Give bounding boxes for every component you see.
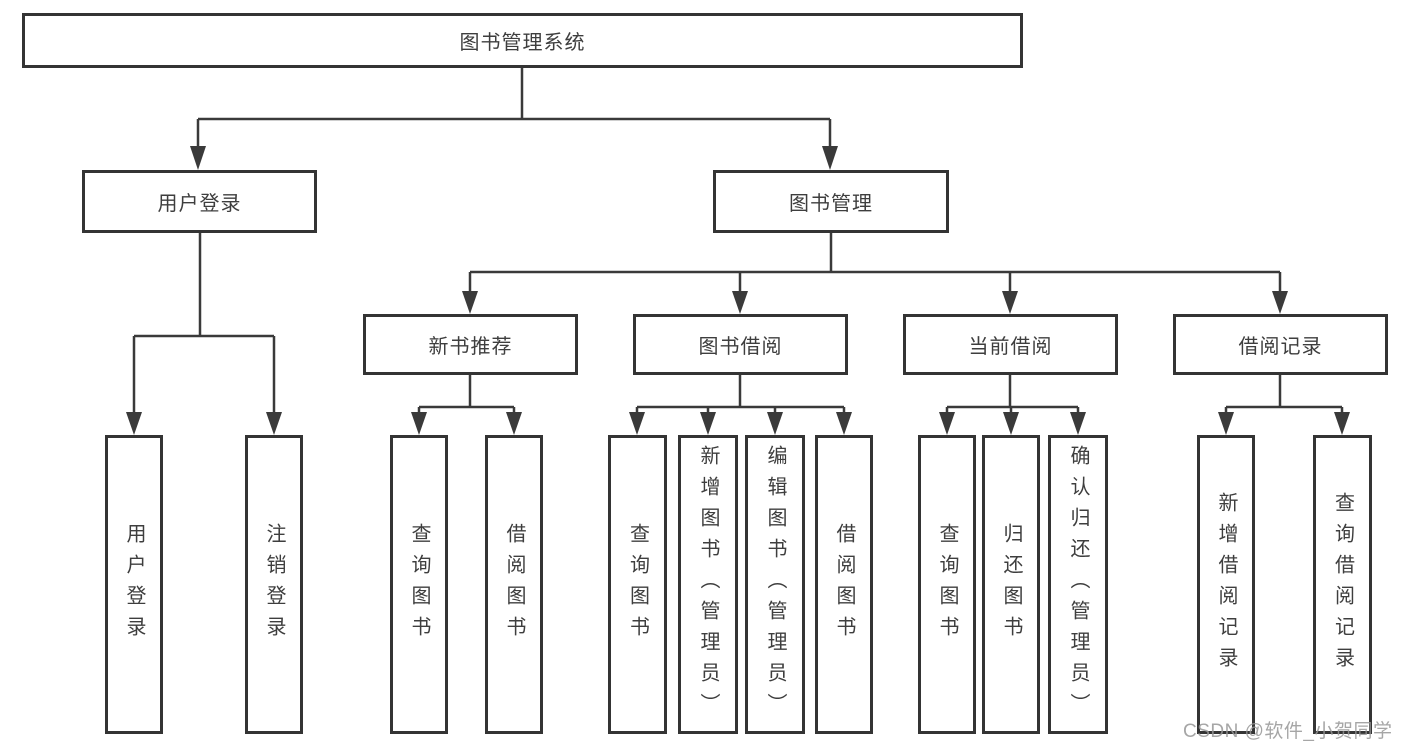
leaf-logout: 注销登录 (245, 435, 303, 734)
leaf-edit-book-admin: 编辑图书（管理员） (745, 435, 805, 734)
node-current-borrowing-label: 当前借阅 (968, 336, 1053, 358)
leaf-query-books-recommend-label: 查询图书 (408, 522, 430, 647)
arrow-down-icons (126, 146, 1350, 435)
leaf-query-books-current-label: 查询图书 (936, 522, 958, 647)
leaf-return-book-label: 归还图书 (1000, 522, 1022, 647)
node-borrowing-records: 借阅记录 (1173, 314, 1388, 375)
node-user-login-label: 用户登录 (157, 193, 242, 215)
connector-lines (132, 68, 1344, 414)
leaf-query-borrow-record: 查询借阅记录 (1313, 435, 1372, 734)
leaf-add-borrow-record: 新增借阅记录 (1197, 435, 1255, 734)
leaf-confirm-return-admin: 确认归还（管理员） (1048, 435, 1108, 734)
node-book-borrowing: 图书借阅 (633, 314, 848, 375)
leaf-add-book-admin: 新增图书（管理员） (678, 435, 738, 734)
leaf-user-login: 用户登录 (105, 435, 163, 734)
leaf-query-books-recommend: 查询图书 (390, 435, 448, 734)
leaf-query-books-borrowing: 查询图书 (608, 435, 667, 734)
leaf-query-borrow-record-label: 查询借阅记录 (1331, 491, 1354, 678)
leaf-borrow-books-recommend: 借阅图书 (485, 435, 543, 734)
node-book-management: 图书管理 (713, 170, 949, 233)
node-user-login: 用户登录 (82, 170, 317, 233)
leaf-borrow-books-borrowing-label: 借阅图书 (833, 522, 855, 647)
node-new-book-recommend-label: 新书推荐 (428, 336, 513, 358)
leaf-add-book-admin-label: 新增图书（管理员） (697, 445, 719, 724)
node-new-book-recommend: 新书推荐 (363, 314, 578, 375)
node-library-system: 图书管理系统 (22, 13, 1023, 68)
leaf-add-borrow-record-label: 新增借阅记录 (1215, 491, 1237, 678)
node-current-borrowing: 当前借阅 (903, 314, 1118, 375)
leaf-edit-book-admin-label: 编辑图书（管理员） (764, 445, 786, 724)
leaf-borrow-books-borrowing: 借阅图书 (815, 435, 873, 734)
csdn-watermark: CSDN @软件_小贺同学 (1183, 721, 1393, 742)
leaf-logout-label: 注销登录 (263, 522, 285, 647)
leaf-query-books-current: 查询图书 (918, 435, 976, 734)
leaf-query-books-borrowing-label: 查询图书 (626, 522, 649, 647)
node-borrowing-records-label: 借阅记录 (1238, 336, 1323, 358)
leaf-borrow-books-recommend-label: 借阅图书 (503, 522, 525, 647)
node-book-management-label: 图书管理 (789, 193, 873, 215)
leaf-user-login-label: 用户登录 (123, 522, 145, 647)
node-library-system-label: 图书管理系统 (459, 32, 586, 54)
leaf-return-book: 归还图书 (982, 435, 1040, 734)
node-book-borrowing-label: 图书借阅 (698, 336, 783, 358)
leaf-confirm-return-admin-label: 确认归还（管理员） (1067, 445, 1089, 724)
